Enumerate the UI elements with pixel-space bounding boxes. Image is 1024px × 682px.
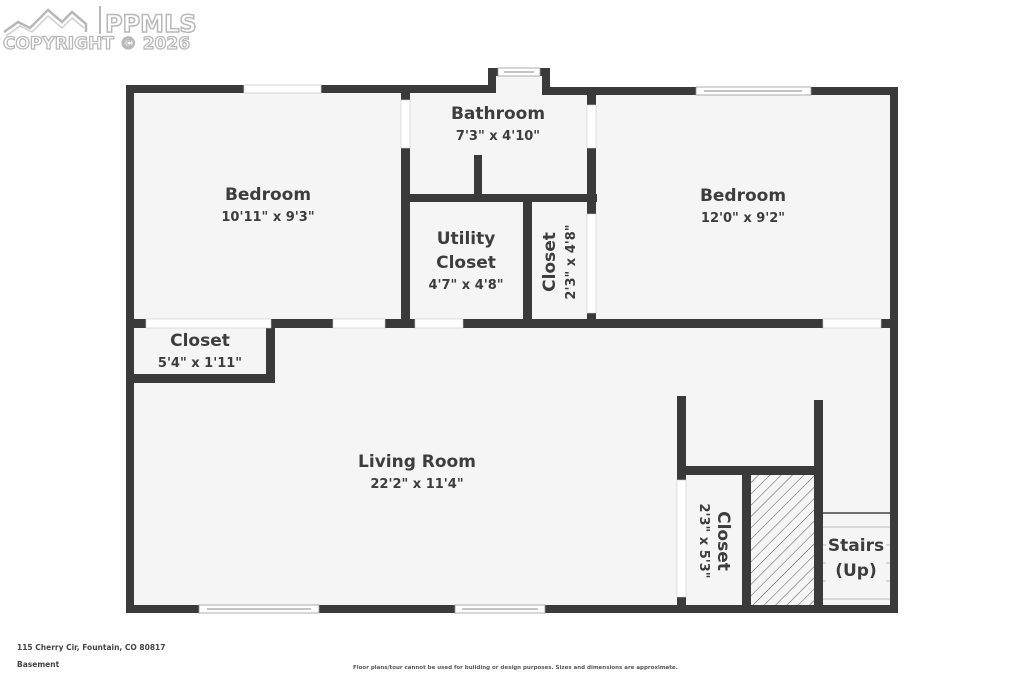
room-bedroom-left: Bedroom 10'11" x 9'3" <box>221 185 314 225</box>
room-closet-mid: Closet 2'3" x 4'8" <box>540 224 579 299</box>
room-bathroom: Bathroom 7'3" x 4'10" <box>451 104 545 144</box>
room-dims: 4'7" x 4'8" <box>428 278 503 293</box>
room-name: Closet <box>170 331 230 351</box>
ppmls-watermark: PPMLS COPYRIGHT © 2026 <box>0 0 210 60</box>
room-name: Closet <box>713 511 733 571</box>
room-closet-left: Closet 5'4" x 1'11" <box>158 331 242 371</box>
room-dims: 2'3" x 4'8" <box>564 224 579 299</box>
stairs-name-line2: (Up) <box>835 561 877 581</box>
room-name: Closet <box>540 232 560 292</box>
room-name: Living Room <box>358 452 476 472</box>
doorways <box>145 99 882 598</box>
room-bedroom-right: Bedroom 12'0" x 9'2" <box>700 186 786 226</box>
logo-copyright: COPYRIGHT © 2026 <box>2 33 191 54</box>
room-name: Bedroom <box>225 185 311 205</box>
stairs-name-line1: Stairs <box>828 536 884 556</box>
property-address: 115 Cherry Cir, Fountain, CO 80817 <box>17 643 166 652</box>
logo-brand: PPMLS <box>104 9 197 39</box>
room-closet-stair: Closet 2'3" x 5'3" <box>696 503 733 578</box>
mountain-logo-icon <box>3 6 101 37</box>
room-dims: 2'3" x 5'3" <box>696 503 711 578</box>
interior-walls <box>126 93 898 609</box>
room-dims: 5'4" x 1'11" <box>158 356 242 371</box>
room-dims: 22'2" x 11'4" <box>370 477 463 492</box>
room-name-line2: Closet <box>436 253 496 273</box>
floor-level: Basement <box>17 660 60 669</box>
room-name: Bedroom <box>700 186 786 206</box>
room-name-line1: Utility <box>437 229 496 249</box>
room-dims: 10'11" x 9'3" <box>221 210 314 225</box>
room-living-room: Living Room 22'2" x 11'4" <box>358 452 476 492</box>
windows <box>198 67 812 614</box>
hatched-void <box>751 475 814 605</box>
disclaimer: Floor plans/tour cannot be used for buil… <box>353 665 678 671</box>
room-dims: 7'3" x 4'10" <box>456 129 540 144</box>
room-name: Bathroom <box>451 104 545 124</box>
stairs-label: Stairs (Up) <box>826 534 886 584</box>
room-utility-closet: Utility Closet 4'7" x 4'8" <box>428 229 503 293</box>
room-dims: 12'0" x 9'2" <box>701 211 785 226</box>
